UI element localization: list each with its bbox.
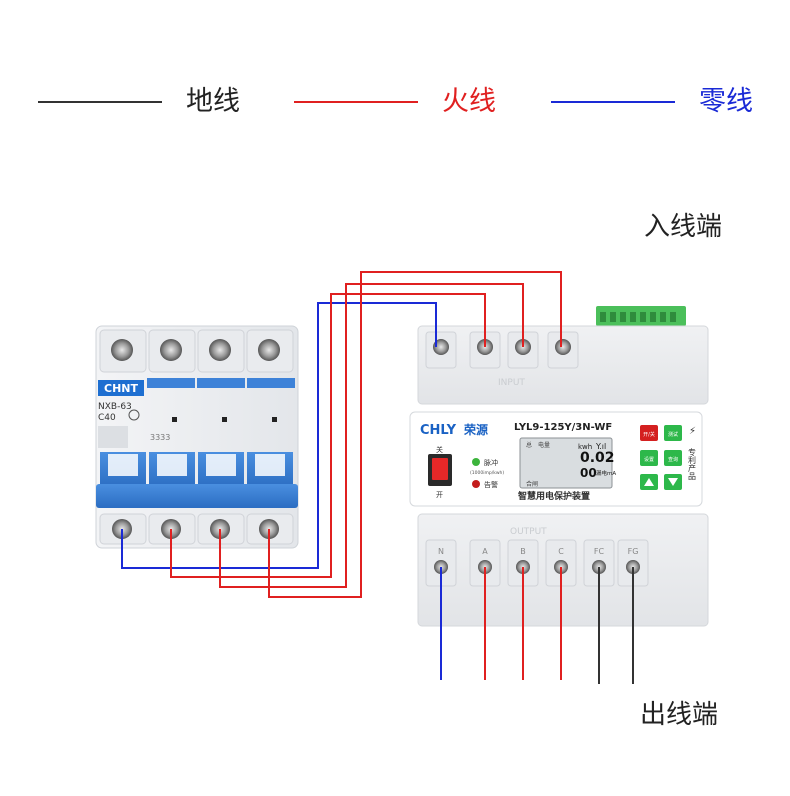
- breaker-code: 3333: [150, 433, 170, 442]
- output-label: OUTPUT: [510, 527, 547, 537]
- live-wire-in-a: [170, 293, 486, 578]
- lcd-screen: [519, 437, 613, 489]
- breaker-brand: CHNT: [104, 382, 138, 395]
- set-button[interactable]: [640, 450, 658, 466]
- device-brand-cn: 荣源: [463, 422, 488, 437]
- on-off-button-label: 开/关: [643, 431, 655, 438]
- lcd-energy: 电量: [538, 441, 550, 449]
- pulse-label: 脉冲: [484, 458, 498, 467]
- input-end-label: 入线端: [644, 212, 723, 242]
- terminal-label-fc: FC: [594, 547, 605, 556]
- patent-label: 专利产品: [688, 447, 697, 481]
- input-label: INPUT: [498, 378, 525, 388]
- confirm-button-label: 查询: [668, 456, 678, 463]
- switch-on-label: 开: [436, 491, 443, 499]
- signal-icon: Y.ıl: [595, 442, 606, 451]
- legend-neutral-label: 零线: [699, 86, 753, 117]
- terminal-label-a: A: [482, 547, 488, 556]
- live-wire-in-b: [219, 283, 524, 588]
- input-wires: [121, 271, 562, 598]
- screw-icon: [111, 339, 133, 361]
- test-button-label: 测试: [668, 431, 678, 438]
- device-name: 智慧用电保护装置: [518, 490, 590, 502]
- on-off-button[interactable]: [640, 425, 658, 441]
- lcd-total: 总: [526, 441, 532, 449]
- confirm-button[interactable]: [664, 450, 682, 466]
- down-arrow-icon: [668, 478, 678, 486]
- set-button-label: 设置: [644, 456, 654, 463]
- screw-icon: [555, 339, 571, 355]
- screw-icon: [209, 339, 231, 361]
- screw-icon: [160, 339, 182, 361]
- alarm-label: 告警: [484, 480, 498, 489]
- breaker-model: NXB-63: [98, 402, 132, 412]
- input-terminals: [425, 331, 579, 369]
- test-button[interactable]: [664, 425, 682, 441]
- terminal-label-fg: FG: [628, 547, 639, 556]
- legend-live-line: [294, 101, 418, 103]
- device-model: LYL9-125Y/3N-WF: [514, 422, 612, 433]
- lcd-value-kwh: 0.02: [580, 450, 615, 466]
- breaker-brand-badge: [98, 380, 144, 396]
- breaker-rating: C40: [98, 413, 116, 423]
- breaker-handle-bar: [96, 484, 298, 508]
- terminal-label-c: C: [558, 547, 564, 556]
- device-brand-logo: CHLY: [420, 423, 457, 438]
- lcd-status: 合闸: [526, 480, 538, 488]
- legend-neutral-line: [551, 101, 675, 103]
- output-end-label: 出线端: [640, 700, 719, 730]
- patent-icon: ⚡: [689, 426, 696, 437]
- terminal-label-n: N: [438, 547, 444, 556]
- neutral-wire-in: [121, 302, 437, 569]
- screw-icon: [258, 339, 280, 361]
- lcd-unit-kwh: kwh: [578, 443, 592, 451]
- output-terminals: N A B C FC FG: [425, 539, 649, 587]
- terminal-label-b: B: [520, 547, 526, 556]
- live-wire-in-c: [268, 271, 562, 598]
- legend-ground-label: 地线: [186, 86, 240, 117]
- breaker: CHNT NXB-63 C40 3333: [95, 325, 299, 549]
- pulse-sub-label: (1000imp/kwh): [470, 470, 504, 476]
- alarm-led-icon: [472, 480, 480, 488]
- lcd-leak-label: 漏电mA: [596, 469, 616, 477]
- output-wires: [440, 567, 634, 684]
- legend-live-label: 火线: [442, 86, 496, 117]
- breaker-toggles: [100, 452, 293, 488]
- pulse-led-icon: [472, 458, 480, 466]
- switch-off-label: 关: [436, 445, 443, 454]
- lcd-value-leak: 00: [580, 466, 597, 480]
- legend-ground-line: [38, 101, 162, 103]
- breaker-top-screws: [99, 329, 294, 373]
- protection-device: INPUT OUTPUT CHLY 荣源 LYL9-125Y/3N-WF 智慧用…: [409, 306, 709, 627]
- up-arrow-icon: [644, 478, 654, 486]
